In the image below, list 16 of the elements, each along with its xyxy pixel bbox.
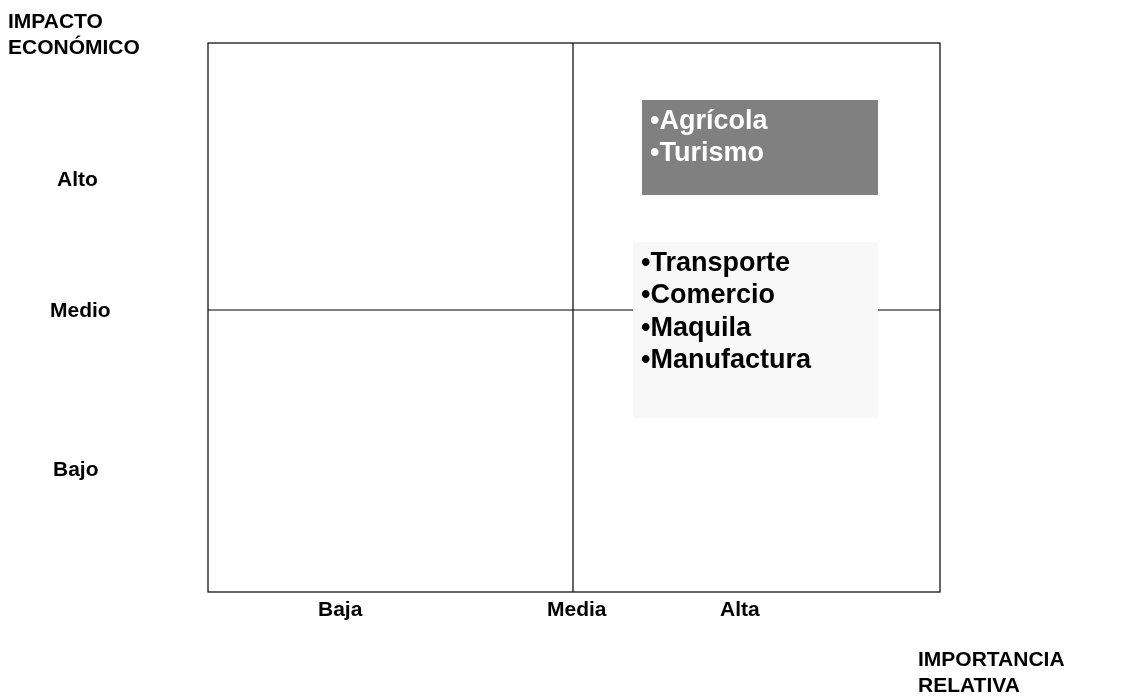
y-axis-label: Medio xyxy=(50,297,111,323)
y-axis-label: Alto xyxy=(57,166,98,192)
list-item: •Manufactura xyxy=(641,343,813,376)
x-axis-label: Baja xyxy=(318,596,363,622)
list-item: •Transporte xyxy=(641,246,791,279)
y-axis-label: Bajo xyxy=(53,456,99,482)
list-item: •Agrícola xyxy=(650,104,769,137)
x-axis-label: Alta xyxy=(720,596,760,622)
list-item: •Comercio xyxy=(641,278,776,311)
list-item: •Turismo xyxy=(650,136,765,169)
category-box xyxy=(633,242,878,418)
category-box xyxy=(642,100,878,195)
x-axis-label: Media xyxy=(547,596,607,622)
list-item: •Maquila xyxy=(641,310,753,344)
x-axis-title: IMPORTANCIA RELATIVA xyxy=(918,646,1065,699)
y-axis-title: IMPACTO ECONÓMICO xyxy=(8,8,141,61)
